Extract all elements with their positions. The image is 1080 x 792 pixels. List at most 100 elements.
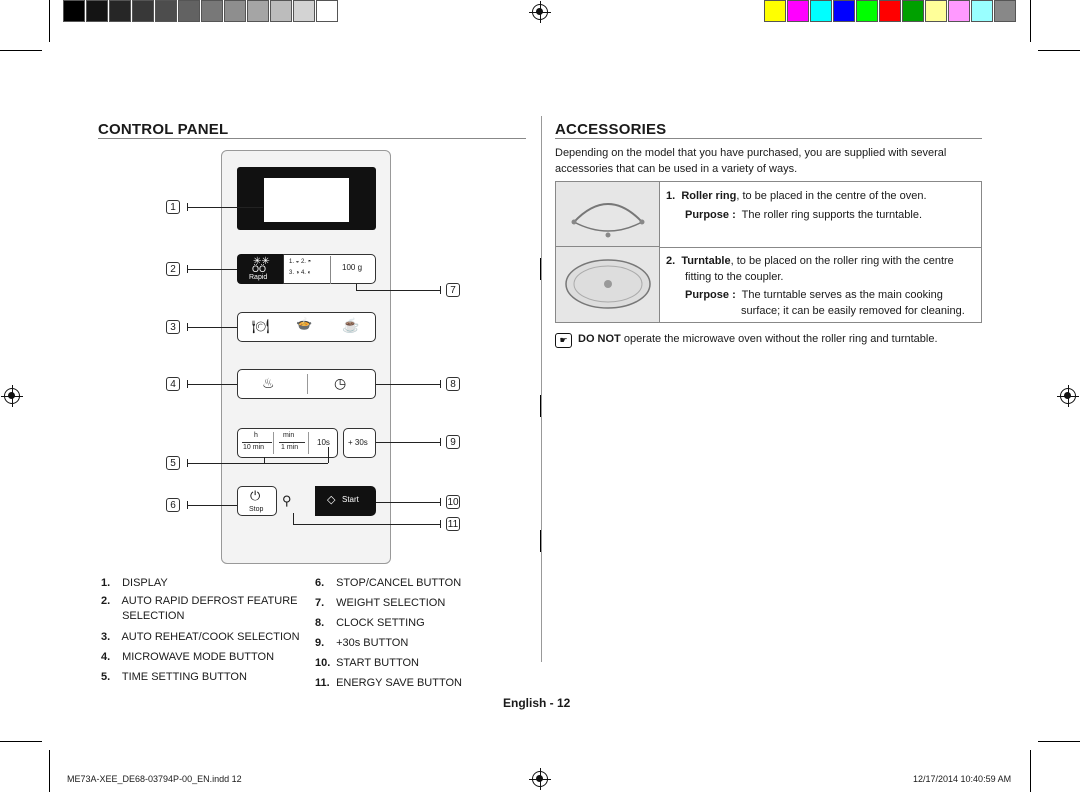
color-swatch — [925, 0, 947, 22]
legend-left: 1. DISPLAY 2. AUTO RAPID DEFROST FEATURE… — [101, 573, 300, 687]
time-setting-buttons[interactable]: h 10 min min 1 min 10s — [237, 428, 338, 458]
accessory-item-2-purpose: Purpose : The turntable serves as the ma… — [685, 289, 943, 301]
legend-item: 11. ENERGY SAVE BUTTON — [315, 677, 462, 689]
plus30s-label: + 30s — [348, 438, 368, 447]
weight-label: 100 g — [342, 263, 363, 272]
column-divider — [541, 116, 542, 662]
start-icon: ◇ — [327, 494, 336, 506]
accessory-item-2-purpose-cont: surface; it can be easily removed for cl… — [741, 305, 965, 317]
legend-item: 7. WEIGHT SELECTION — [315, 597, 446, 609]
stop-button[interactable]: ⏻ Stop — [237, 486, 277, 516]
start-label: Start — [342, 495, 359, 504]
crop-mark — [0, 50, 42, 51]
color-swatch — [879, 0, 901, 22]
clock-icon: ◷ — [334, 375, 347, 391]
callout-7: 7 — [446, 283, 460, 297]
legend-item: 1. DISPLAY — [101, 577, 168, 589]
legend-right: 6. STOP/CANCEL BUTTON 7. WEIGHT SELECTIO… — [315, 573, 462, 693]
legend-item: 3. AUTO REHEAT/COOK SELECTION — [101, 631, 300, 643]
registration-mark-icon — [529, 768, 551, 790]
legend-item: 8. CLOCK SETTING — [315, 617, 425, 629]
color-swatch — [787, 0, 809, 22]
callout-3: 3 — [166, 320, 180, 334]
energy-save-icon[interactable]: ⚲ — [282, 493, 292, 508]
accessory-item-2-desc: fitting to the coupler. — [685, 271, 784, 283]
color-swatch — [178, 0, 200, 22]
food-icons-row1: 1. ◒ 2. ◓ — [289, 259, 312, 265]
callout-9: 9 — [446, 435, 460, 449]
page-number: English - 12 — [503, 696, 571, 710]
roller-ring-icon — [571, 203, 645, 238]
color-swatch — [224, 0, 246, 22]
legend-item: 6. STOP/CANCEL BUTTON — [315, 577, 462, 589]
microwave-mode-icon: ♨ — [262, 375, 275, 391]
color-swatch — [316, 0, 338, 22]
plus30s-button[interactable]: + 30s — [343, 428, 376, 458]
start-button[interactable]: ◇ Start — [315, 486, 376, 516]
display — [237, 167, 376, 230]
color-swatch — [109, 0, 131, 22]
roller-ring-image — [556, 182, 660, 247]
rapid-defrost-button[interactable]: ✳✳ ÖÖ Rapid — [237, 254, 283, 284]
droplet-icon: ÖÖ — [252, 264, 267, 274]
weight-selection-button[interactable]: 1. ◒ 2. ◓ 3. ◑ 4. ◐ 100 g — [283, 254, 376, 284]
min-label: min — [283, 432, 295, 439]
turntable-image — [556, 247, 660, 322]
crop-mark — [1038, 741, 1080, 742]
crop-mark — [49, 0, 50, 42]
crop-mark — [49, 750, 50, 792]
color-swatch — [132, 0, 154, 22]
color-swatch — [86, 0, 108, 22]
legend-item: 10. START BUTTON — [315, 657, 419, 669]
callout-10: 10 — [446, 495, 460, 509]
crop-mark — [0, 741, 42, 742]
registration-mark-icon — [1057, 385, 1079, 407]
auto-reheat-cook-buttons[interactable]: 🍽 🍲 ☕ — [237, 312, 376, 342]
pointing-hand-icon: ☛ — [555, 333, 572, 348]
snowflake-icon: ✳✳ — [253, 256, 270, 267]
section-rule — [555, 138, 982, 139]
one-min-label: 1 min — [281, 444, 299, 451]
turntable-icon — [565, 259, 651, 309]
stop-icon: ⏻ — [250, 488, 261, 503]
color-swatch — [764, 0, 786, 22]
callout-8: 8 — [446, 377, 460, 391]
color-swatch — [948, 0, 970, 22]
accessory-item-2: 2. Turntable, to be placed on the roller… — [666, 255, 954, 267]
mode-clock-buttons[interactable]: ♨ ◷ — [237, 369, 376, 399]
warning-note: DO NOT operate the microwave oven withou… — [578, 333, 938, 345]
stop-label: Stop — [249, 506, 264, 513]
color-swatch — [63, 0, 85, 22]
cup-icon: ☕ — [342, 317, 360, 333]
crop-mark — [1038, 50, 1080, 51]
callout-6: 6 — [166, 498, 180, 512]
color-swatch — [155, 0, 177, 22]
hour-label: h — [254, 432, 258, 439]
color-swatch — [994, 0, 1016, 22]
control-panel-title: CONTROL PANEL — [98, 121, 229, 138]
footer-timestamp: 12/17/2014 10:40:59 AM — [913, 774, 1012, 784]
legend-item: 5. TIME SETTING BUTTON — [101, 671, 247, 683]
color-swatch — [810, 0, 832, 22]
legend-item: SELECTION — [122, 610, 185, 622]
callout-5: 5 — [166, 456, 180, 470]
ten-s-label: 10s — [317, 438, 330, 447]
display-window — [264, 178, 349, 222]
accessories-intro: Depending on the model that you have pur… — [555, 147, 947, 175]
legend-item: 2. AUTO RAPID DEFROST FEATURE — [101, 595, 298, 607]
registration-mark-icon — [529, 1, 551, 23]
crop-mark — [1030, 750, 1031, 792]
color-swatch — [902, 0, 924, 22]
callout-2: 2 — [166, 262, 180, 276]
color-swatch — [971, 0, 993, 22]
callout-4: 4 — [166, 377, 180, 391]
ten-min-label: 10 min — [243, 444, 265, 451]
color-calibration-bar — [764, 0, 1017, 22]
color-swatch — [270, 0, 292, 22]
rapid-label: Rapid — [249, 274, 268, 281]
accessories-title: ACCESSORIES — [555, 121, 667, 138]
grayscale-calibration-bar — [63, 0, 339, 22]
registration-mark-icon — [1, 385, 23, 407]
section-rule — [98, 138, 526, 139]
accessory-item-1-purpose: Purpose : The roller ring supports the t… — [685, 209, 923, 221]
